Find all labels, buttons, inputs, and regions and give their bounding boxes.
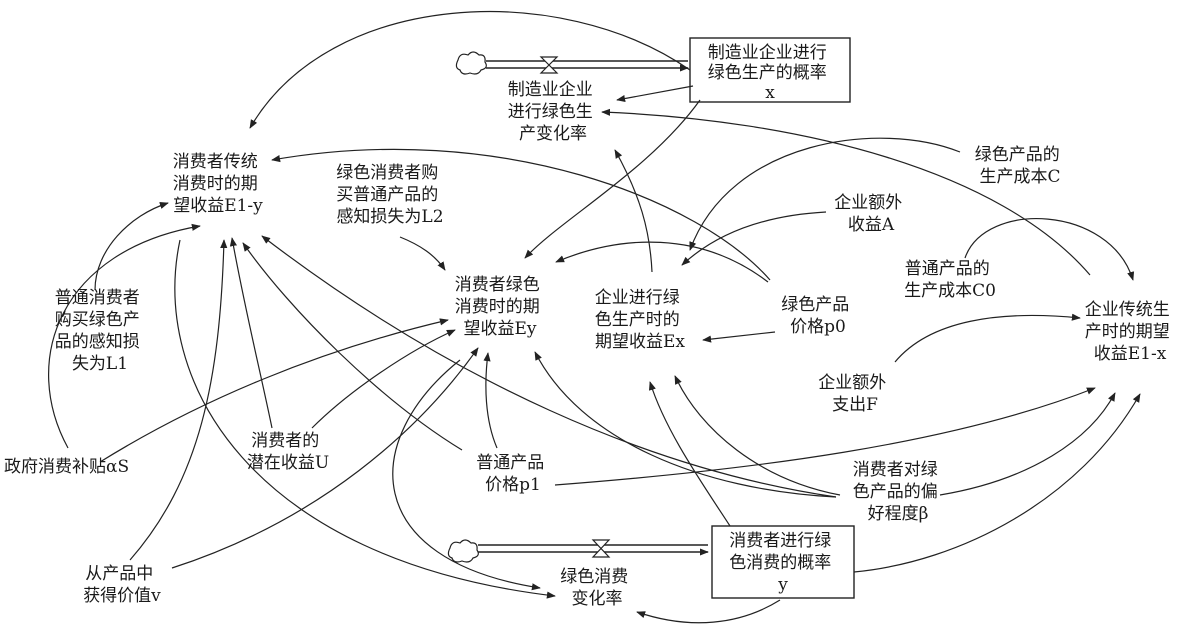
u-label[interactable]: 消费者的 潜在收益U xyxy=(247,431,329,473)
link-l1-to-e1y xyxy=(94,202,169,291)
ex-label[interactable]: 企业进行绿 色生产时的 期望收益Ex xyxy=(595,288,686,352)
link-l2-to-ey xyxy=(399,236,446,271)
stock-x-label[interactable]: 制造业企业进行 绿色生产的概率 x xyxy=(708,43,832,103)
link-e1y-to-rate-y xyxy=(174,239,556,599)
e1x-label[interactable]: 企业传统生 产时的期望 收益E1-x xyxy=(1085,300,1175,364)
cloud-icon xyxy=(447,539,479,563)
link-f-to-e1x xyxy=(894,313,1081,363)
link-p1-to-e1y xyxy=(242,242,463,451)
link-as-to-e1y xyxy=(48,223,201,449)
cloud-icon xyxy=(455,51,487,75)
stock-y-label[interactable]: 消费者进行绿 色消费的概率 y xyxy=(729,531,836,595)
l1-label[interactable]: 普通消费者 购买绿色产 品的感知损 失为L1 xyxy=(55,288,145,374)
link-y-to-ex xyxy=(648,381,731,527)
link-c-to-ex xyxy=(689,137,961,251)
link-v-to-e1y xyxy=(129,239,228,561)
rate-y-label[interactable]: 绿色消费 变化率 xyxy=(560,567,633,609)
link-p0-to-ex xyxy=(702,331,776,343)
l2-label[interactable]: 绿色消费者购 买普通产品的 感知损失为L2 xyxy=(336,163,443,227)
as-label[interactable]: 政府消费补贴αS xyxy=(4,457,129,477)
link-ey-to-rate-y xyxy=(392,359,541,591)
valve-icon xyxy=(591,539,611,558)
a-label[interactable]: 企业额外 收益A xyxy=(834,193,907,235)
link-v-to-ey xyxy=(171,347,479,569)
rate-x-label[interactable]: 制造业企业 进行绿色生 产变化率 xyxy=(508,80,598,144)
flow-y xyxy=(447,539,709,563)
p0-label[interactable]: 绿色产品 价格p0 xyxy=(781,295,854,337)
c0-label[interactable]: 普通产品的 生产成本C0 xyxy=(904,259,996,301)
link-beta-to-ey xyxy=(534,351,837,498)
c-label[interactable]: 绿色产品的 生产成本C xyxy=(975,145,1065,187)
link-u-to-ey xyxy=(311,329,456,429)
link-x-to-ey xyxy=(524,99,701,259)
link-e1x-to-rate-x xyxy=(601,108,1091,276)
link-p0-to-ey xyxy=(555,241,769,283)
link-x-to-rate-x xyxy=(616,85,694,103)
link-x-to-e1y xyxy=(249,11,691,129)
stock-x-group xyxy=(689,37,851,103)
link-beta-to-ex xyxy=(674,375,841,496)
p1-label[interactable]: 普通产品 价格p1 xyxy=(476,453,549,495)
e1y-label[interactable]: 消费者传统 消费时的期 望收益E1-y xyxy=(173,152,263,216)
f-label[interactable]: 企业额外 支出F xyxy=(818,373,891,415)
link-y-to-e1x xyxy=(853,393,1141,573)
ey-label[interactable]: 消费者绿色 消费时的期 望收益Ey xyxy=(455,275,545,339)
v-label[interactable]: 从产品中 获得价值v xyxy=(83,564,161,606)
stock-y-box[interactable] xyxy=(711,525,855,599)
link-beta-to-e1x xyxy=(939,392,1116,496)
link-ex-to-rate-x xyxy=(614,149,653,273)
stock-x-box[interactable] xyxy=(689,37,851,103)
flow-x xyxy=(455,51,689,75)
link-beta-to-e1y xyxy=(261,235,837,498)
link-p0-to-e1y xyxy=(271,148,771,281)
beta-label[interactable]: 消费者对绿 色产品的偏 好程度β xyxy=(853,460,943,524)
stock-y-group xyxy=(711,525,855,599)
link-y-to-rate-y xyxy=(636,599,781,624)
link-p1-to-ey xyxy=(483,352,498,449)
link-c0-to-e1x xyxy=(964,218,1135,281)
link-p1-to-e1x xyxy=(554,387,1096,486)
node-labels: 制造业企业进行 绿色生产的概率 x 制造业企业 进行绿色生 产变化率 消费者传统… xyxy=(4,43,1175,609)
valve-icon xyxy=(539,56,559,74)
link-a-to-ex xyxy=(681,211,827,266)
causal-links xyxy=(48,11,1141,624)
link-as-to-ey xyxy=(99,318,449,463)
link-u-to-e1y xyxy=(229,237,273,429)
